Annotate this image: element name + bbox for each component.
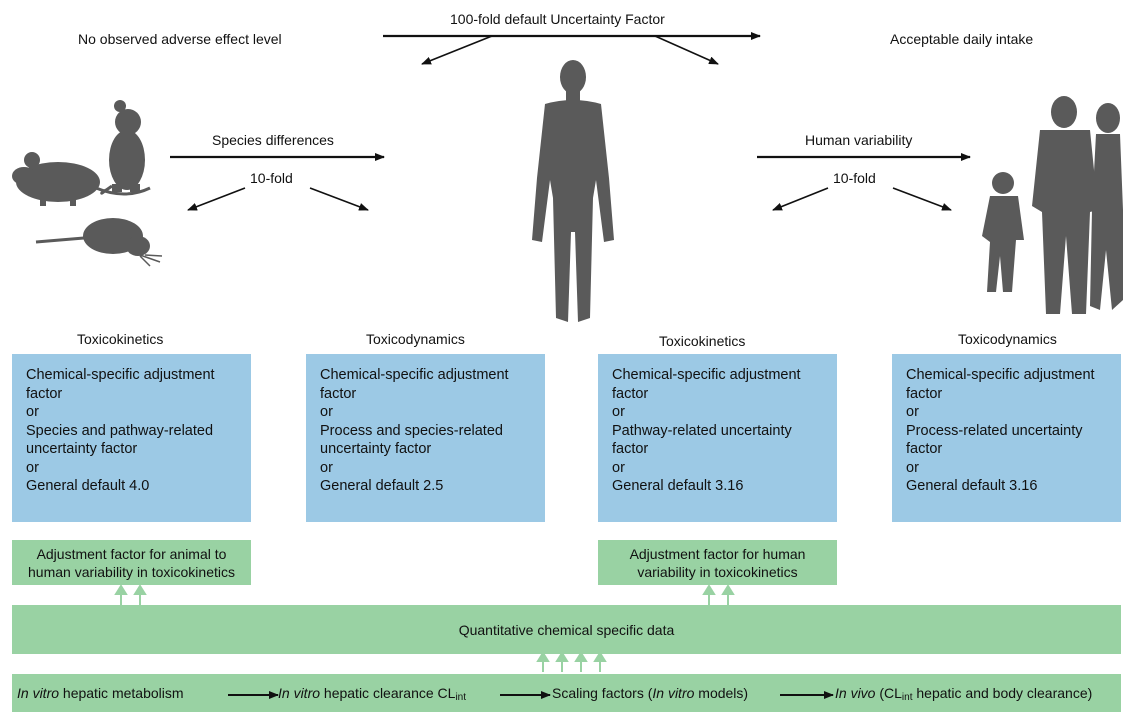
box-line: factor [612, 385, 649, 402]
box-line: General default 2.5 [320, 478, 444, 494]
human-silhouette-icon [532, 60, 614, 322]
box-line: Chemical-specific adjustment [612, 367, 801, 383]
top-diag-left-arrow [421, 35, 493, 65]
adjust-left-line: Adjustment factor for animal to [36, 545, 227, 562]
adjust-right-line: Adjustment factor for human [629, 545, 806, 562]
species-diag-right-arrow [309, 187, 369, 211]
box-line: or [320, 459, 333, 476]
variability-diag-right-arrow [892, 187, 952, 211]
green-arrows [114, 585, 735, 672]
box-line: Species and pathway-related [26, 422, 214, 439]
box-line: Chemical-specific adjustment [26, 367, 215, 383]
box-line: or [26, 459, 39, 476]
family-silhouette-icon [982, 96, 1123, 314]
box-line: Chemical-specific adjustment [320, 367, 509, 383]
box-line: or [26, 404, 39, 420]
box-line: factor [612, 441, 649, 457]
adjust-right-line: variability in toxicokinetics [637, 563, 798, 580]
box-toxicokinetics-human: Chemical-specific adjustment factor or P… [598, 354, 837, 522]
quantitative-data-label: Quantitative chemical specific data [458, 621, 675, 638]
header-toxicokinetics-right: Toxicokinetics [659, 333, 746, 349]
noael-label: No observed adverse effect level [78, 31, 282, 47]
header-toxicodynamics-right: Toxicodynamics [958, 331, 1057, 347]
box-line: Process-related uncertainty [906, 422, 1083, 439]
box-line: factor [26, 385, 63, 402]
box-toxicodynamics-species: Chemical-specific adjustment factor or P… [306, 354, 545, 522]
quantitative-data-box: Quantitative chemical specific data [12, 605, 1121, 654]
diagram-graphics [12, 32, 1123, 322]
pipeline-bar [12, 674, 1121, 712]
fold-left-label: 10-fold [250, 170, 293, 186]
box-line: uncertainty factor [26, 441, 138, 457]
uncertainty-factor-title: 100-fold default Uncertainty Factor [450, 11, 665, 27]
adjustment-human-variability-box: Adjustment factor for human variability … [598, 540, 837, 585]
box-line: Pathway-related uncertainty [612, 422, 792, 439]
box-line: factor [906, 385, 943, 402]
pipeline-arrows [228, 691, 834, 699]
box-line: or [906, 459, 919, 476]
pipeline-step-scaling: Scaling factors (In vitro models) [552, 685, 749, 701]
box-line: or [612, 404, 625, 420]
box-line: factor [906, 441, 943, 457]
pipeline-step-clearance: In vitro hepatic clearance CLint [278, 685, 466, 703]
box-line: or [612, 459, 625, 476]
box-toxicodynamics-human: Chemical-specific adjustment factor or P… [892, 354, 1121, 522]
fold-right-label: 10-fold [833, 170, 876, 186]
adjustment-animal-to-human-box: Adjustment factor for animal to human va… [12, 540, 251, 585]
human-variability-label: Human variability [805, 132, 913, 148]
box-line: General default 3.16 [906, 478, 1038, 494]
box-toxicokinetics-species: Chemical-specific adjustment factor or S… [12, 354, 251, 522]
adjust-left-line: human variability in toxicokinetics [28, 563, 235, 580]
box-line: factor [320, 385, 357, 402]
species-diag-left-arrow [187, 187, 246, 211]
variability-diag-left-arrow [772, 187, 829, 211]
header-toxicodynamics-left: Toxicodynamics [366, 331, 465, 347]
adi-label: Acceptable daily intake [890, 31, 1034, 47]
top-diag-right-arrow [654, 35, 719, 65]
header-toxicokinetics-left: Toxicokinetics [77, 331, 164, 347]
box-line: uncertainty factor [320, 441, 432, 457]
box-line: General default 4.0 [26, 478, 150, 494]
box-line: General default 3.16 [612, 478, 744, 494]
rodents-silhouette-icon [12, 100, 163, 267]
box-line: Chemical-specific adjustment [906, 367, 1095, 383]
box-line: Process and species-related [320, 422, 503, 439]
pipeline-step-in-vivo: In vivo (CLint hepatic and body clearanc… [835, 685, 1093, 703]
box-line: or [320, 404, 333, 420]
box-line: or [906, 404, 919, 420]
species-differences-label: Species differences [212, 132, 334, 148]
pipeline-step-metabolism: In vitro hepatic metabolism [17, 685, 184, 701]
